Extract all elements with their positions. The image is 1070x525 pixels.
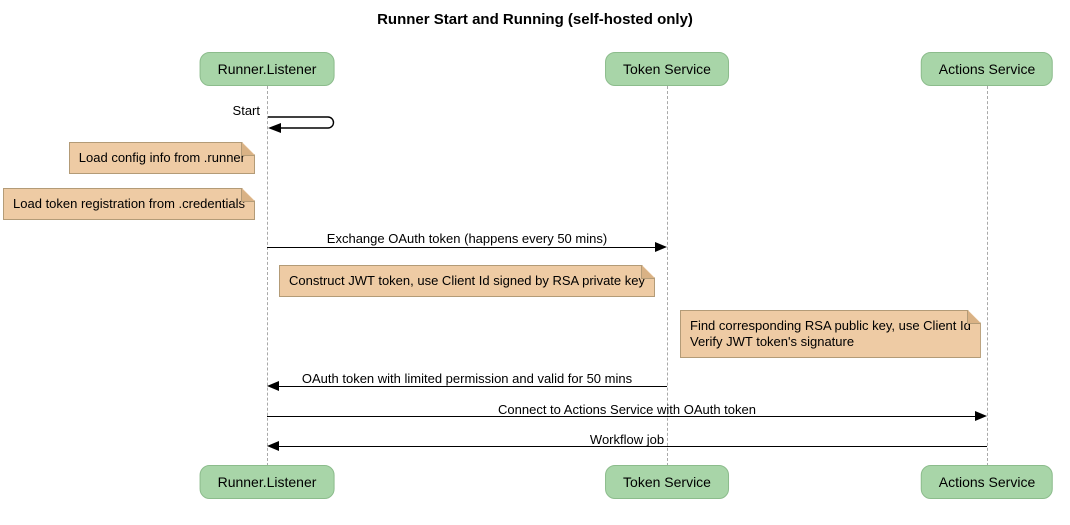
- participant-top-runner-listener: Runner.Listener: [199, 52, 335, 86]
- lifeline-actions-service: [987, 86, 988, 466]
- participant-top-token-service: Token Service: [605, 52, 729, 86]
- note-fold-icon: [967, 311, 980, 324]
- note-load-token-registration-text: Load token registration from .credential…: [13, 196, 245, 211]
- note-verify-jwt-line2: Verify JWT token's signature: [690, 334, 855, 349]
- participant-bottom-runner-listener: Runner.Listener: [199, 465, 335, 499]
- message-oauth-token-back-label: OAuth token with limited permission and …: [301, 371, 633, 386]
- lifeline-token-service: [667, 86, 668, 466]
- note-fold-icon: [641, 266, 654, 279]
- participant-top-actions-service: Actions Service: [920, 52, 1054, 86]
- participant-bottom-token-service: Token Service: [605, 465, 729, 499]
- note-load-config: Load config info from .runner: [69, 142, 255, 174]
- note-load-config-text: Load config info from .runner: [78, 150, 245, 165]
- self-loop-arrow-icon: [268, 116, 335, 133]
- participant-bottom-actions-service: Actions Service: [920, 465, 1054, 499]
- note-fold-icon: [241, 143, 254, 156]
- lifeline-runner-listener: [267, 86, 268, 466]
- arrowhead-right-icon: [975, 411, 987, 421]
- note-fold-icon: [241, 189, 254, 202]
- self-message-start-label: Start: [232, 103, 260, 118]
- note-verify-jwt: Find corresponding RSA public key, use C…: [680, 310, 981, 358]
- note-construct-jwt-text: Construct JWT token, use Client Id signe…: [289, 273, 645, 288]
- diagram-title: Runner Start and Running (self-hosted on…: [377, 11, 693, 28]
- message-exchange-oauth-label: Exchange OAuth token (happens every 50 m…: [326, 231, 608, 246]
- arrowhead-left-icon: [267, 441, 279, 451]
- message-connect-actions-line: [267, 416, 981, 417]
- note-construct-jwt: Construct JWT token, use Client Id signe…: [279, 265, 655, 297]
- message-exchange-oauth-line: [267, 247, 661, 248]
- message-oauth-token-back-line: [273, 386, 667, 387]
- message-workflow-job-label: Workflow job: [589, 432, 665, 447]
- note-load-token-registration: Load token registration from .credential…: [3, 188, 255, 220]
- arrowhead-right-icon: [655, 242, 667, 252]
- message-workflow-job-line: [273, 446, 987, 447]
- arrowhead-left-icon: [267, 381, 279, 391]
- message-connect-actions-label: Connect to Actions Service with OAuth to…: [498, 402, 756, 417]
- note-verify-jwt-line1: Find corresponding RSA public key, use C…: [690, 318, 971, 333]
